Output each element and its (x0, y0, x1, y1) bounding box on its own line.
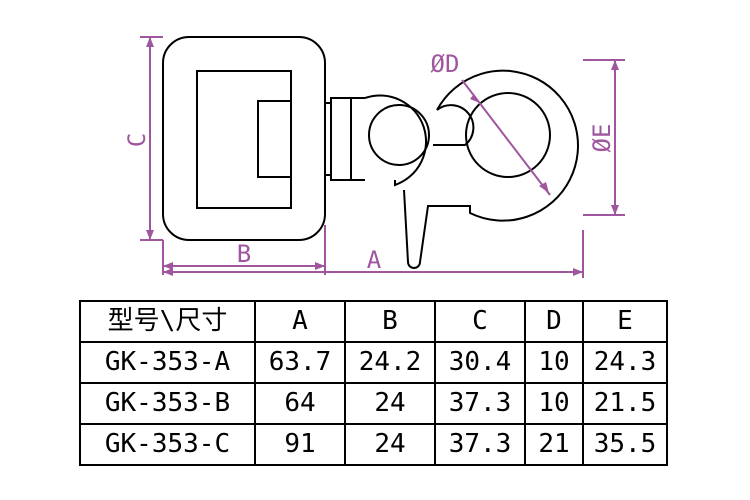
dimension-lines (140, 36, 625, 278)
swivel-snap-hook-diagram: C B A ØD ØE (123, 36, 625, 278)
dimension-label-a: A (367, 246, 382, 274)
rectangular-eye (162, 36, 326, 241)
header-b: B (344, 300, 436, 343)
dimension-label-b: B (237, 240, 251, 268)
dimension-label-c: C (123, 133, 151, 147)
table-row: GK-353-C 91 24 37.3 21 35.5 (79, 423, 668, 466)
cell-model: GK-353-B (79, 382, 256, 425)
cell-a: 91 (254, 423, 346, 466)
cell-model: GK-353-C (79, 423, 256, 466)
cell-e: 21.5 (582, 382, 668, 425)
cell-b: 24 (344, 382, 436, 425)
spec-table: 型号\尺寸 A B C D E GK-353-A 63.7 24.2 30.4 … (79, 300, 668, 466)
cell-b: 24 (344, 423, 436, 466)
cell-d: 10 (524, 382, 584, 425)
cell-c: 30.4 (434, 341, 526, 384)
header-model-size: 型号\尺寸 (79, 300, 256, 343)
cell-d: 10 (524, 341, 584, 384)
cell-d: 21 (524, 423, 584, 466)
dimension-label-e: ØE (588, 124, 616, 153)
dimension-arrowheads (146, 37, 619, 276)
cell-c: 37.3 (434, 382, 526, 425)
cell-a: 64 (254, 382, 346, 425)
cell-c: 37.3 (434, 423, 526, 466)
cell-model: GK-353-A (79, 341, 256, 384)
header-c: C (434, 300, 526, 343)
table-row: GK-353-A 63.7 24.2 30.4 10 24.3 (79, 341, 668, 384)
dimension-label-d: ØD (431, 50, 460, 78)
swivel-head (364, 94, 430, 187)
cell-a: 63.7 (254, 341, 346, 384)
table-row: GK-353-B 64 24 37.3 10 21.5 (79, 382, 668, 425)
cell-b: 24.2 (344, 341, 436, 384)
hook-body (403, 69, 579, 269)
swivel-connector (324, 97, 365, 181)
header-d: D (524, 300, 584, 343)
header-e: E (582, 300, 668, 343)
header-a: A (254, 300, 346, 343)
cell-e: 24.3 (582, 341, 668, 384)
cell-e: 35.5 (582, 423, 668, 466)
table-header-row: 型号\尺寸 A B C D E (79, 300, 668, 343)
